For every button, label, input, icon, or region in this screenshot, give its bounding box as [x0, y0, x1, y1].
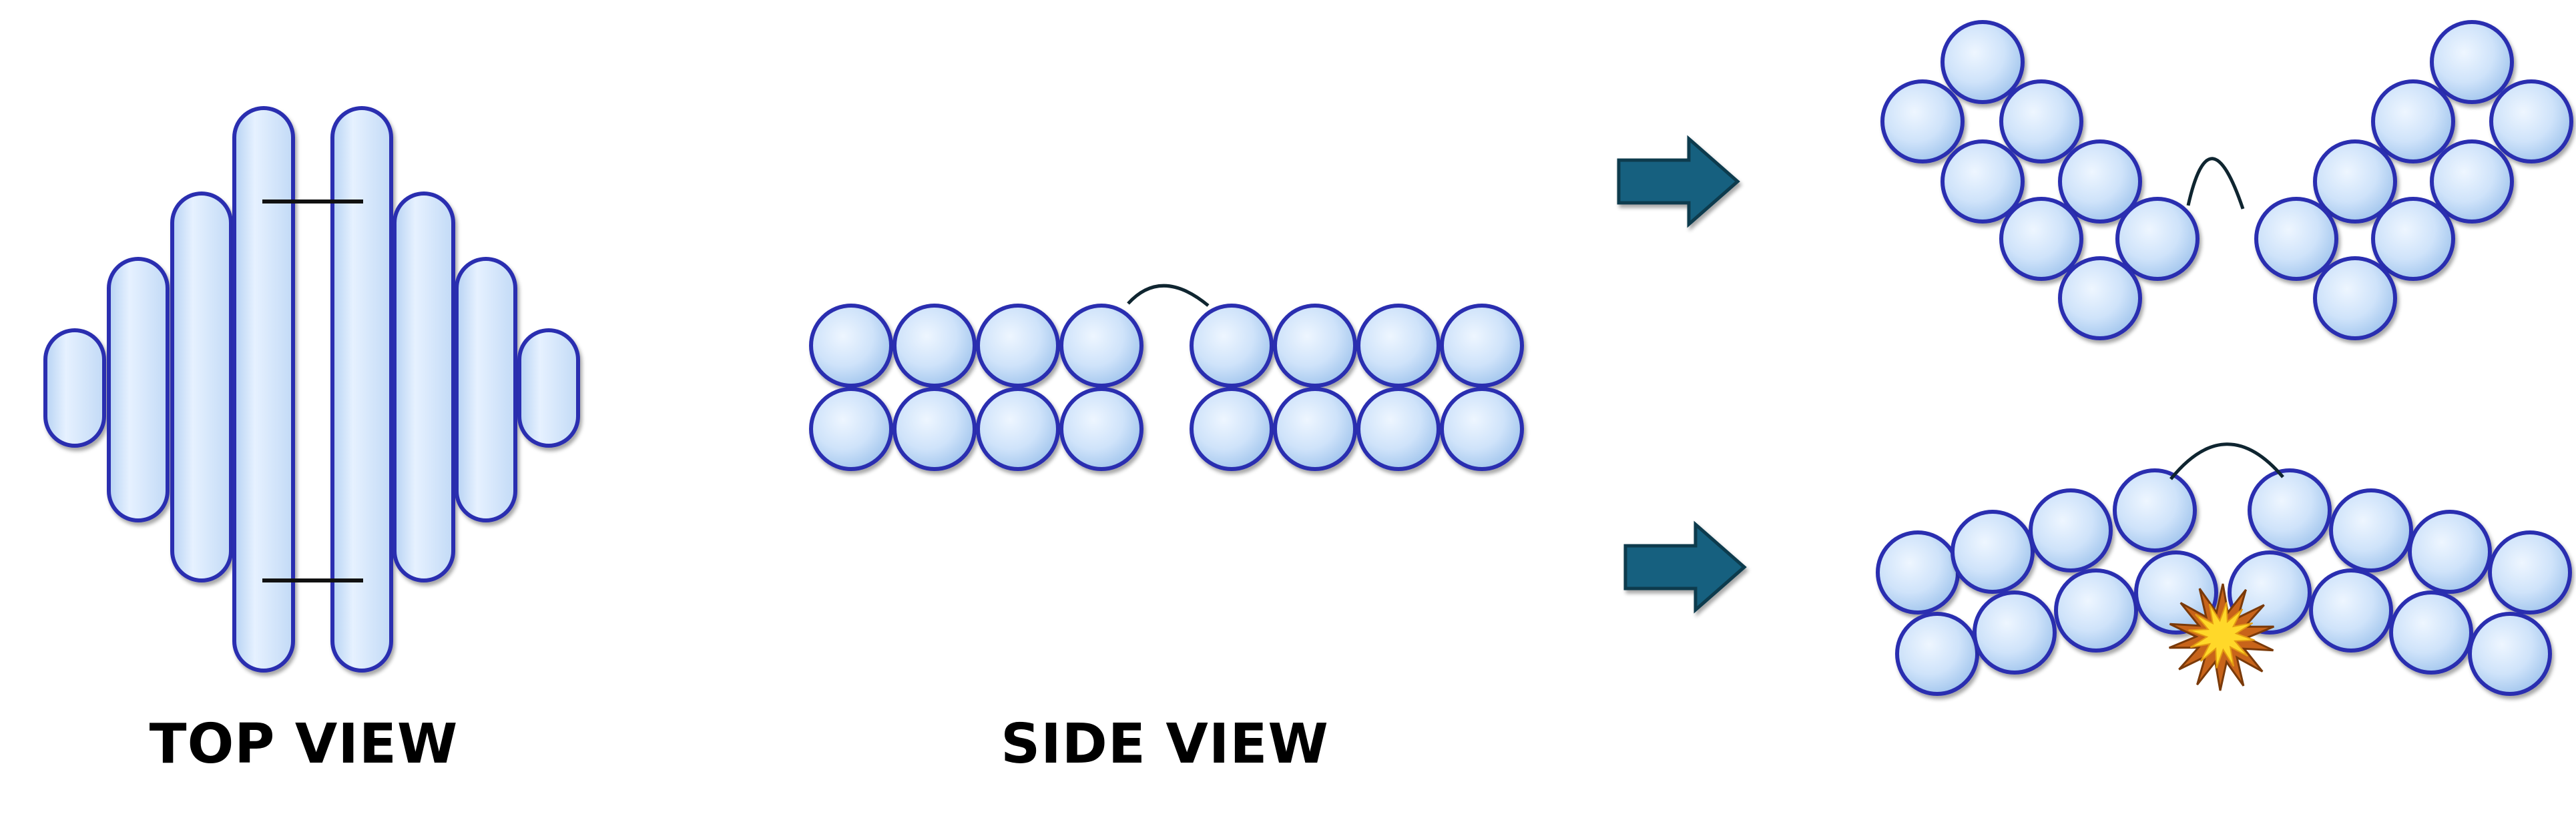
side-view-ball — [1190, 387, 1274, 471]
arch-ball — [2389, 590, 2473, 675]
arch-ball — [2488, 530, 2572, 615]
arch-ball — [2329, 488, 2413, 572]
right-arrow-icon — [1617, 135, 1740, 228]
arch-ball — [2408, 510, 2492, 594]
side-view-ball — [1059, 304, 1143, 388]
side-view-label: SIDE VIEW — [1001, 713, 1329, 776]
capsule-strip — [330, 106, 393, 673]
arch-ball — [2113, 468, 2197, 552]
side-view-ball — [1190, 304, 1274, 388]
v-shape-ball — [1999, 197, 2083, 281]
v-shape-ball — [1880, 79, 1965, 163]
v-shape-ball — [1941, 20, 2025, 104]
v-shape-ball — [2430, 20, 2514, 104]
v-shape-ball — [2115, 197, 2200, 281]
v-folded-diagram — [1880, 20, 2573, 340]
arch-link — [2169, 442, 2284, 480]
side-view-ball — [1356, 387, 1441, 471]
v-shape-ball — [1941, 139, 2025, 224]
side-view-ball — [976, 304, 1060, 388]
capsule-strip — [43, 328, 106, 448]
v-shape-ball — [2313, 256, 2397, 340]
arch-ball — [2248, 468, 2332, 552]
v-shape-ball — [2058, 256, 2142, 340]
capsule-strip — [455, 257, 517, 522]
capsule-strip — [170, 191, 233, 582]
arch-ball — [2029, 488, 2113, 572]
v-shape-ball — [2313, 139, 2397, 224]
v-shape-ball — [2430, 139, 2514, 224]
top-view-label: TOP VIEW — [149, 713, 459, 776]
side-view-ball — [1059, 387, 1143, 471]
arch-ball — [1876, 530, 1960, 615]
side-view-link — [1127, 284, 1210, 307]
capsule-strip — [107, 257, 170, 522]
v-shape-ball — [2254, 197, 2338, 281]
capsule-strip — [232, 106, 295, 673]
side-view-ball — [892, 387, 977, 471]
arch-ball — [2468, 612, 2552, 696]
v-shape-link — [2186, 157, 2245, 210]
arch-ball — [1973, 590, 2057, 675]
side-view-diagram — [809, 304, 1524, 471]
v-shape-ball — [1999, 79, 2083, 163]
arch-ball — [2054, 568, 2138, 653]
side-view-ball — [1273, 304, 1357, 388]
explosion-burst-icon — [2169, 583, 2274, 691]
v-shape-ball — [2371, 197, 2455, 281]
side-view-ball — [1356, 304, 1441, 388]
top-view-diagram — [43, 106, 580, 673]
arch-ball — [2309, 568, 2393, 653]
side-view-ball — [892, 304, 977, 388]
capsule-strip — [517, 328, 580, 448]
capsule-strip — [393, 191, 455, 582]
arched-diagram — [1876, 468, 2572, 696]
side-view-ball — [1440, 387, 1524, 471]
v-shape-ball — [2489, 79, 2573, 163]
side-view-ball — [1273, 387, 1357, 471]
side-view-ball — [976, 387, 1060, 471]
arch-ball — [1951, 510, 2035, 594]
v-shape-ball — [2371, 79, 2455, 163]
side-view-ball — [809, 387, 893, 471]
v-shape-ball — [2058, 139, 2142, 224]
side-view-ball — [1440, 304, 1524, 388]
right-arrow-icon — [1623, 520, 1747, 614]
arch-ball — [1895, 612, 1979, 696]
side-view-ball — [809, 304, 893, 388]
